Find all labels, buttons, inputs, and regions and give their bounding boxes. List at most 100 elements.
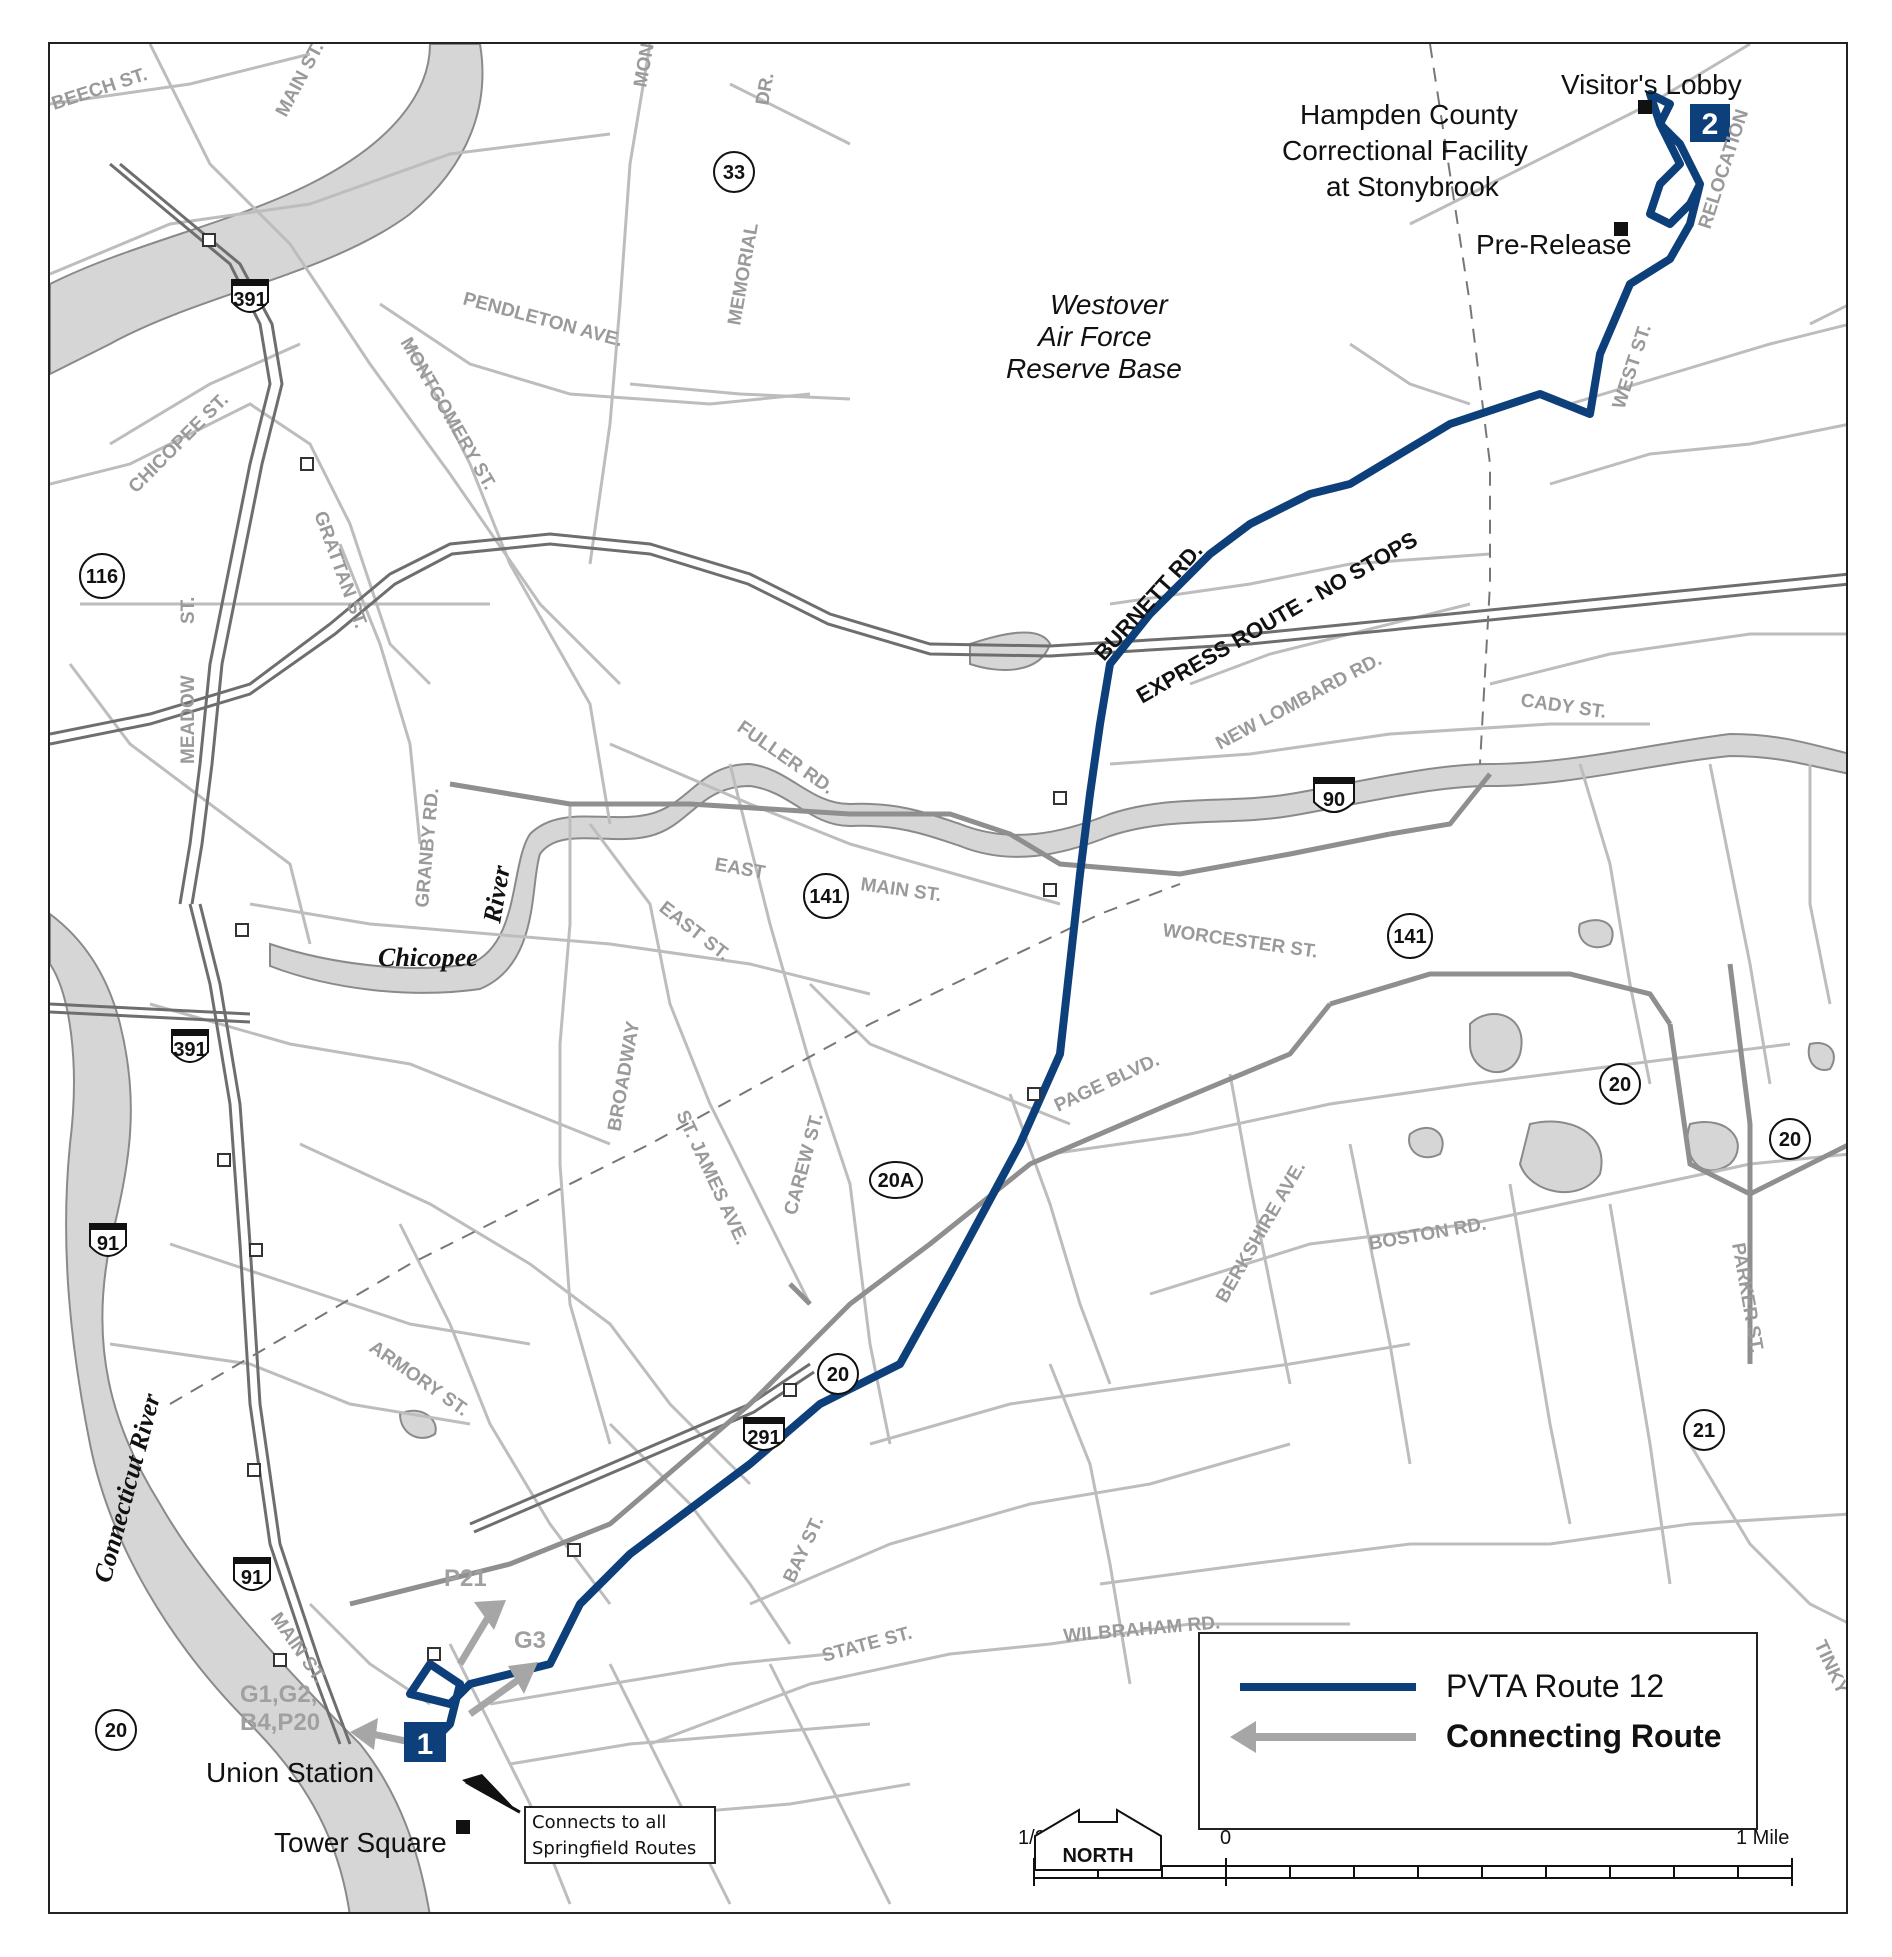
street-st-james: ST. JAMES AVE. <box>671 1107 752 1248</box>
shield-r20a: 20A <box>869 1161 923 1199</box>
street-boston: BOSTON RD. <box>1367 1214 1488 1255</box>
street-broadway: BROADWAY <box>604 1019 644 1132</box>
scale-label-zero: 0 <box>1220 1827 1231 1849</box>
pond-5 <box>1408 1127 1444 1159</box>
street-meadow: MEADOW <box>178 675 199 764</box>
shield-r20-d: 20 <box>95 1709 137 1751</box>
legend-connecting-label: Connecting Route <box>1446 1718 1722 1754</box>
svg-text:21: 21 <box>1693 1420 1715 1442</box>
svg-text:33: 33 <box>723 162 745 184</box>
pond-1 <box>969 631 1052 671</box>
street-main-north: MAIN ST. <box>272 44 329 120</box>
highways <box>50 162 1846 1745</box>
north-label: NORTH <box>1062 1845 1133 1867</box>
shield-r141-a: 141 <box>803 873 849 919</box>
callout-line-2: Springfield Routes <box>532 1838 697 1859</box>
street-carew: CAREW ST. <box>781 1111 828 1217</box>
svg-text:20A: 20A <box>878 1170 915 1192</box>
base-boundary <box>1429 44 1491 765</box>
scale-label-mile: 1 Mile <box>1736 1827 1789 1849</box>
street-dr: DR. <box>752 71 778 107</box>
street-cady: CADY ST. <box>1519 690 1607 723</box>
street-network <box>50 44 1846 1905</box>
pvta-route-12 <box>406 90 1704 1748</box>
map-frame: 1 2 Visitor's Lobby Hampden County Corre… <box>48 42 1848 1914</box>
conn-g3-label: G3 <box>514 1627 546 1654</box>
svg-text:116: 116 <box>86 566 118 588</box>
svg-text:20: 20 <box>105 1720 127 1742</box>
street-memorial: MEMORIAL <box>724 221 763 327</box>
street-page: PAGE BLVD. <box>1051 1050 1163 1117</box>
svg-text:20: 20 <box>1609 1074 1631 1096</box>
major-roads <box>349 772 1846 1607</box>
street-west: WEST ST. <box>1609 322 1656 412</box>
union-station-label: Union Station <box>206 1757 374 1788</box>
legend-row-route: PVTA Route 12 <box>1240 1668 1664 1705</box>
junctions <box>202 233 1067 1667</box>
svg-text:391: 391 <box>233 289 266 311</box>
visitors-lobby-marker <box>1638 100 1652 114</box>
svg-text:141: 141 <box>1393 926 1426 948</box>
street-worcester: WORCESTER ST. <box>1161 920 1319 963</box>
tower-square-marker <box>456 1820 470 1834</box>
legend-route-swatch <box>1240 1682 1416 1691</box>
svg-text:20: 20 <box>827 1364 849 1386</box>
pond-3 <box>1518 1120 1603 1193</box>
stop-1-label: 1 <box>417 1728 434 1761</box>
springfield-callout: Connects to all Springfield Routes <box>524 1806 716 1864</box>
conn-p21-label: P21 <box>444 1565 487 1592</box>
chicopee-label: Chicopee <box>378 943 478 972</box>
street-berkshire: BERKSHIRE AVE. <box>1212 1158 1310 1307</box>
stop-2-label: 2 <box>1702 108 1719 141</box>
shield-r141-b: 141 <box>1387 913 1433 959</box>
facility-label-1: Hampden County <box>1300 99 1518 130</box>
shield-r20-c: 20 <box>817 1353 859 1395</box>
pond-4 <box>1686 1121 1739 1172</box>
pre-release-marker <box>1614 222 1628 236</box>
tower-square-label: Tower Square <box>274 1827 447 1858</box>
shield-r33: 33 <box>713 151 755 193</box>
pond-2 <box>1469 1013 1523 1073</box>
connecting-arrows <box>350 1600 538 1750</box>
shield-r116: 116 <box>79 553 125 599</box>
svg-text:20: 20 <box>1779 1129 1801 1151</box>
svg-text:291: 291 <box>747 1427 780 1449</box>
svg-text:91: 91 <box>241 1567 263 1589</box>
conn-g1-label-2: B4,P20 <box>240 1709 320 1736</box>
chicopee-river <box>269 732 1846 994</box>
legend-row-connecting: Connecting Route <box>1230 1718 1722 1755</box>
facility-label-2: Correctional Facility <box>1282 135 1528 166</box>
rail-line <box>169 883 1181 1405</box>
street-pendleton: PENDLETON AVE. <box>461 289 625 352</box>
legend: PVTA Route 12 Connecting Route <box>1198 1632 1758 1830</box>
map-canvas: 1 2 Visitor's Lobby Hampden County Corre… <box>50 44 1848 1912</box>
street-parker: PARKER ST. <box>1727 1241 1767 1355</box>
shield-i91-b: 91 <box>233 1557 271 1591</box>
shields: 391 391 33 116 90 141 141 20 20 20 20 20… <box>79 151 1811 1751</box>
street-tinky: TINKY <box>1809 1637 1848 1698</box>
north-arrow: NORTH <box>1034 1808 1162 1871</box>
shield-r20-b: 20 <box>1769 1118 1811 1160</box>
shield-i90: 90 <box>1313 777 1355 813</box>
facility-label-3: at Stonybrook <box>1326 171 1500 202</box>
street-mont: MONT <box>630 44 660 89</box>
connecticut-river <box>50 44 484 1912</box>
westover-label-1: Westover <box>1050 289 1169 320</box>
street-east-main-1: EAST <box>713 854 767 884</box>
pond-7 <box>1807 1042 1835 1071</box>
shield-i391-b: 391 <box>171 1029 209 1063</box>
pond-6 <box>1578 919 1614 949</box>
street-grattan: GRATTAN ST. <box>309 509 371 632</box>
street-meadow-st: ST. <box>178 597 199 624</box>
svg-text:141: 141 <box>809 886 842 908</box>
shield-r21: 21 <box>1683 1409 1725 1451</box>
street-east-main-2: MAIN ST. <box>859 874 942 906</box>
shield-i91-a: 91 <box>89 1223 127 1257</box>
stop-2-marker: 2 <box>1690 104 1730 142</box>
westover-label-3: Reserve Base <box>1006 353 1182 384</box>
pre-release-label: Pre-Release <box>1476 229 1632 260</box>
street-state: STATE ST. <box>820 1623 914 1667</box>
shield-r20-a: 20 <box>1599 1063 1641 1105</box>
svg-text:91: 91 <box>97 1233 119 1255</box>
street-beech: BEECH ST. <box>50 64 150 115</box>
